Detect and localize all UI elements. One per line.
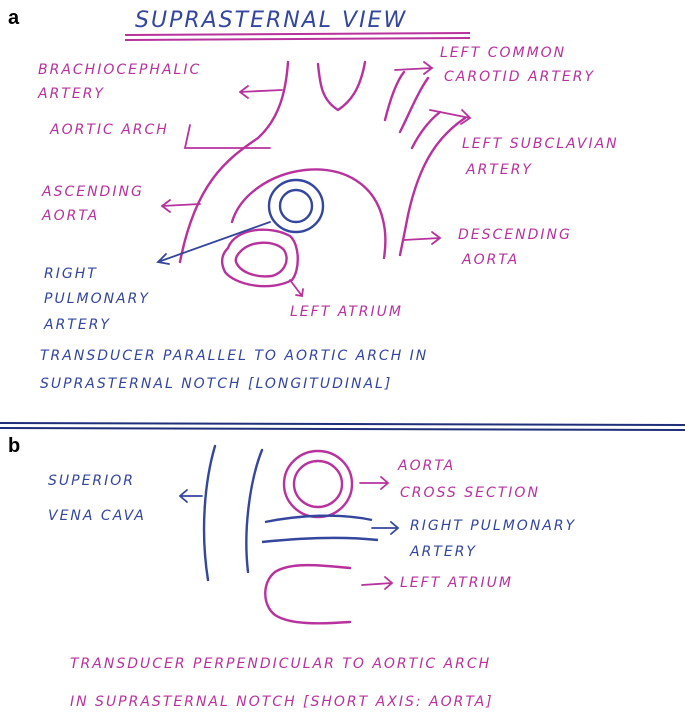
aorta-inner-arch xyxy=(230,168,387,260)
left-carotid-branch xyxy=(383,70,406,122)
left-atrium-outer xyxy=(220,228,299,288)
left-atrium-b xyxy=(264,563,352,625)
left-subclavian-branch xyxy=(410,110,442,150)
label-brachiocephalic-2: ARTERY xyxy=(37,86,105,102)
arrow-left-atrium-b xyxy=(361,576,394,590)
svc-right-wall xyxy=(245,448,264,574)
label-descending-2: AORTA xyxy=(461,252,519,268)
left-carotid-branch-2 xyxy=(398,76,430,134)
left-atrium-inner xyxy=(234,241,288,278)
label-brachiocephalic-1: BRACHIOCEPHALIC xyxy=(38,62,201,78)
svc-left-wall xyxy=(202,444,217,582)
panel-a-caption-1: TRANSDUCER PARALLEL TO AORTIC ARCH IN xyxy=(40,348,428,364)
label-left-common-2: CAROTID ARTERY xyxy=(444,69,595,85)
label-left-subclavian-2: ARTERY xyxy=(465,162,533,178)
label-left-subclavian-1: LEFT SUBCLAVIAN xyxy=(462,136,619,152)
panel-b-caption-1: TRANSDUCER PERPENDICULAR TO AORTIC ARCH xyxy=(70,656,491,672)
panel-divider-2 xyxy=(0,427,685,431)
right-pulmonary-outer xyxy=(267,178,325,234)
rpa-upper-wall xyxy=(264,514,373,524)
arrow-right-pulmonary xyxy=(156,221,271,265)
label-aorta-2: CROSS SECTION xyxy=(400,485,540,501)
label-descending-1: DESCENDING xyxy=(458,227,572,243)
panel-b-label: b xyxy=(8,435,20,457)
arrow-rpa xyxy=(371,521,400,535)
arrow-brachiocephalic xyxy=(238,85,283,99)
arrow-aortic-arch xyxy=(183,124,271,149)
arrow-aorta-cross xyxy=(359,476,390,490)
aorta-cross-section-outer xyxy=(282,449,354,519)
panel-b-arrows xyxy=(178,476,400,590)
label-ascending-2: AORTA xyxy=(41,208,99,224)
panel-a-labels: BRACHIOCEPHALIC ARTERY AORTIC ARCH ASCEN… xyxy=(37,45,619,333)
label-right-pulmonary-2: PULMONARY xyxy=(44,291,150,307)
right-pulmonary-inner xyxy=(278,188,314,224)
label-svc-1: SUPERIOR xyxy=(48,473,135,489)
arrow-left-atrium xyxy=(289,279,304,298)
panel-a-arrows xyxy=(156,61,472,298)
label-left-atrium-b: LEFT ATRIUM xyxy=(400,575,513,591)
aorta-cross-section-inner xyxy=(292,459,344,509)
panel-b: b SUPERIOR VENA CAVA AORTA CROSS SECTION… xyxy=(8,435,576,710)
label-aortic-arch: AORTIC ARCH xyxy=(49,122,169,138)
label-svc-2: VENA CAVA xyxy=(48,508,146,524)
panel-divider-1 xyxy=(0,422,685,426)
brachiocephalic-left-gap xyxy=(316,60,367,112)
panel-b-caption-2: IN SUPRASTERNAL NOTCH [SHORT AXIS: AORTA… xyxy=(70,694,494,710)
arrow-left-carotid xyxy=(394,61,434,75)
aorta-outer-left xyxy=(178,60,290,264)
arrow-ascending xyxy=(160,199,201,213)
title-underline-1 xyxy=(124,32,471,36)
rpa-lower-wall xyxy=(261,536,379,544)
aorta-outer-right xyxy=(398,116,467,257)
panel-a-caption-2: SUPRASTERNAL NOTCH [LONGITUDINAL] xyxy=(40,376,392,392)
svc-drawing xyxy=(202,444,264,582)
arrow-descending xyxy=(403,231,442,245)
label-ascending-1: ASCENDING xyxy=(41,184,144,200)
panel-a-label: a xyxy=(8,7,20,29)
label-left-atrium-a: LEFT ATRIUM xyxy=(290,304,403,320)
label-left-common-1: LEFT COMMON xyxy=(440,45,566,61)
panel-a: a SUPRASTERNAL VIEW xyxy=(8,7,619,392)
label-right-pulmonary-1: RIGHT xyxy=(44,266,98,282)
label-aorta-1: AORTA xyxy=(397,458,455,474)
panel-a-title: SUPRASTERNAL VIEW xyxy=(135,8,407,33)
panel-b-labels: SUPERIOR VENA CAVA AORTA CROSS SECTION R… xyxy=(48,458,576,591)
arrow-svc xyxy=(178,489,203,503)
arrow-left-subclavian xyxy=(429,109,472,125)
label-right-pulmonary-3: ARTERY xyxy=(43,317,111,333)
aorta-drawing xyxy=(178,60,467,264)
label-rpa-1: RIGHT PULMONARY xyxy=(410,518,576,534)
label-rpa-2: ARTERY xyxy=(409,544,477,560)
title-underline-2 xyxy=(124,37,471,41)
